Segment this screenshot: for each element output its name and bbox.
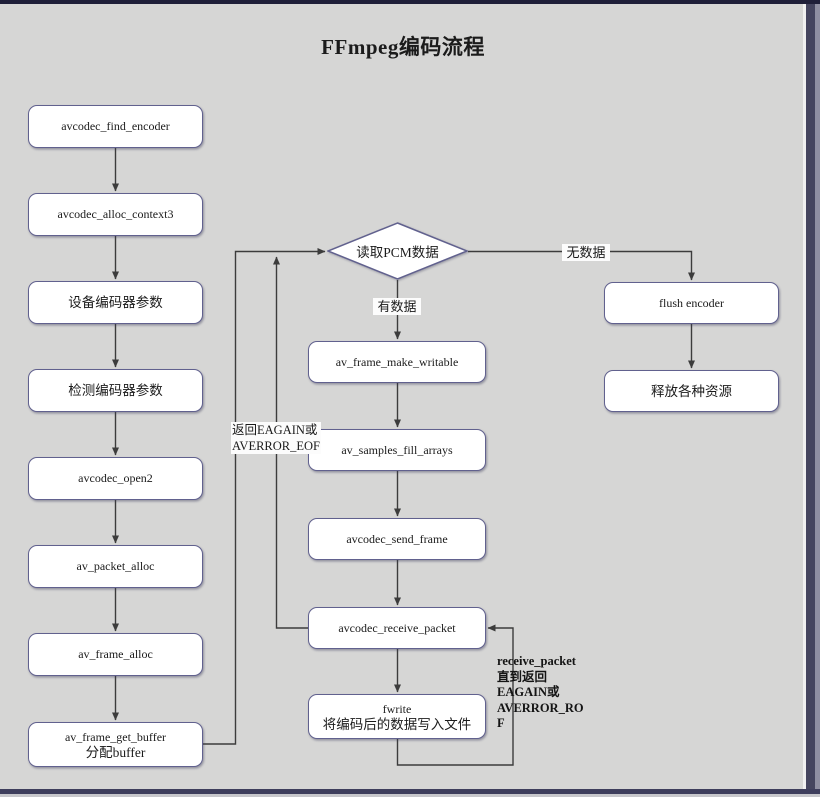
node-avcodec-open2: avcodec_open2 bbox=[28, 457, 203, 500]
edge-label-no-data: 无数据 bbox=[562, 244, 610, 261]
node-label: 设备编码器参数 bbox=[68, 295, 163, 310]
node-check-encoder-params: 检测编码器参数 bbox=[28, 369, 203, 412]
window-right-outer-edge bbox=[815, 4, 820, 789]
node-label-line1: av_frame_get_buffer bbox=[64, 729, 167, 744]
node-label: av_frame_make_writable bbox=[335, 354, 459, 369]
window-top-border bbox=[0, 0, 820, 4]
node-label: avcodec_receive_packet bbox=[338, 620, 456, 635]
node-flush-encoder: flush encoder bbox=[604, 282, 779, 324]
node-label-line1: fwrite bbox=[382, 701, 412, 716]
loop-label-line4: AVERROR_RO bbox=[497, 700, 584, 715]
edge-label-has-data: 有数据 bbox=[373, 298, 421, 315]
edge-label-line2: AVERROR_EOF bbox=[232, 439, 320, 453]
node-av-frame-alloc: av_frame_alloc bbox=[28, 633, 203, 676]
loop-label-line1: receive_packet bbox=[497, 654, 576, 668]
node-fwrite: fwrite 将编码后的数据写入文件 bbox=[308, 694, 486, 739]
node-av-packet-alloc: av_packet_alloc bbox=[28, 545, 203, 588]
decision-read-pcm-data: 读取PCM数据 bbox=[327, 222, 468, 280]
node-release-resources: 释放各种资源 bbox=[604, 370, 779, 412]
node-label: avcodec_find_encoder bbox=[61, 119, 170, 133]
loop-label-line3: EAGAIN或 bbox=[497, 685, 560, 699]
node-label: 检测编码器参数 bbox=[68, 383, 163, 398]
node-label: 释放各种资源 bbox=[651, 383, 732, 399]
node-label: avcodec_send_frame bbox=[346, 531, 448, 546]
node-label-line2: 分配buffer bbox=[85, 744, 146, 760]
window-bottom-border bbox=[0, 789, 820, 794]
window-bottom-outer-edge bbox=[0, 794, 820, 797]
node-label: avcodec_alloc_context3 bbox=[57, 207, 174, 221]
node-label: flush encoder bbox=[659, 295, 724, 310]
node-av-frame-get-buffer: av_frame_get_buffer 分配buffer bbox=[28, 722, 203, 767]
node-avcodec-find-encoder: avcodec_find_encoder bbox=[28, 105, 203, 148]
node-avcodec-send-frame: avcodec_send_frame bbox=[308, 518, 486, 560]
node-av-samples-fill-arrays: av_samples_fill_arrays bbox=[308, 429, 486, 471]
edge-label-return-eagain: 返回EAGAIN或 AVERROR_EOF bbox=[231, 422, 321, 454]
edge-label-receive-loop: receive_packet 直到返回 EAGAIN或 AVERROR_RO F bbox=[497, 654, 597, 732]
window-right-border bbox=[806, 4, 815, 789]
decision-label: 读取PCM数据 bbox=[356, 245, 439, 260]
loop-label-line5: F bbox=[497, 716, 505, 730]
node-label: av_packet_alloc bbox=[76, 559, 155, 573]
node-set-encoder-params: 设备编码器参数 bbox=[28, 281, 203, 324]
diagram-title: FFmpeg编码流程 bbox=[321, 35, 485, 59]
loop-label-line2: 直到返回 bbox=[497, 669, 548, 684]
window-right-inner-edge bbox=[803, 4, 806, 789]
node-av-frame-make-writable: av_frame_make_writable bbox=[308, 341, 486, 383]
node-avcodec-alloc-context3: avcodec_alloc_context3 bbox=[28, 193, 203, 236]
node-label-line2: 将编码后的数据写入文件 bbox=[322, 716, 472, 732]
node-label: av_samples_fill_arrays bbox=[341, 442, 453, 457]
node-avcodec-receive-packet: avcodec_receive_packet bbox=[308, 607, 486, 649]
node-label: avcodec_open2 bbox=[78, 471, 153, 485]
edge-label-line1: 返回EAGAIN或 bbox=[232, 423, 318, 437]
diamond-shape-icon bbox=[327, 222, 468, 280]
node-label: av_frame_alloc bbox=[78, 647, 153, 661]
